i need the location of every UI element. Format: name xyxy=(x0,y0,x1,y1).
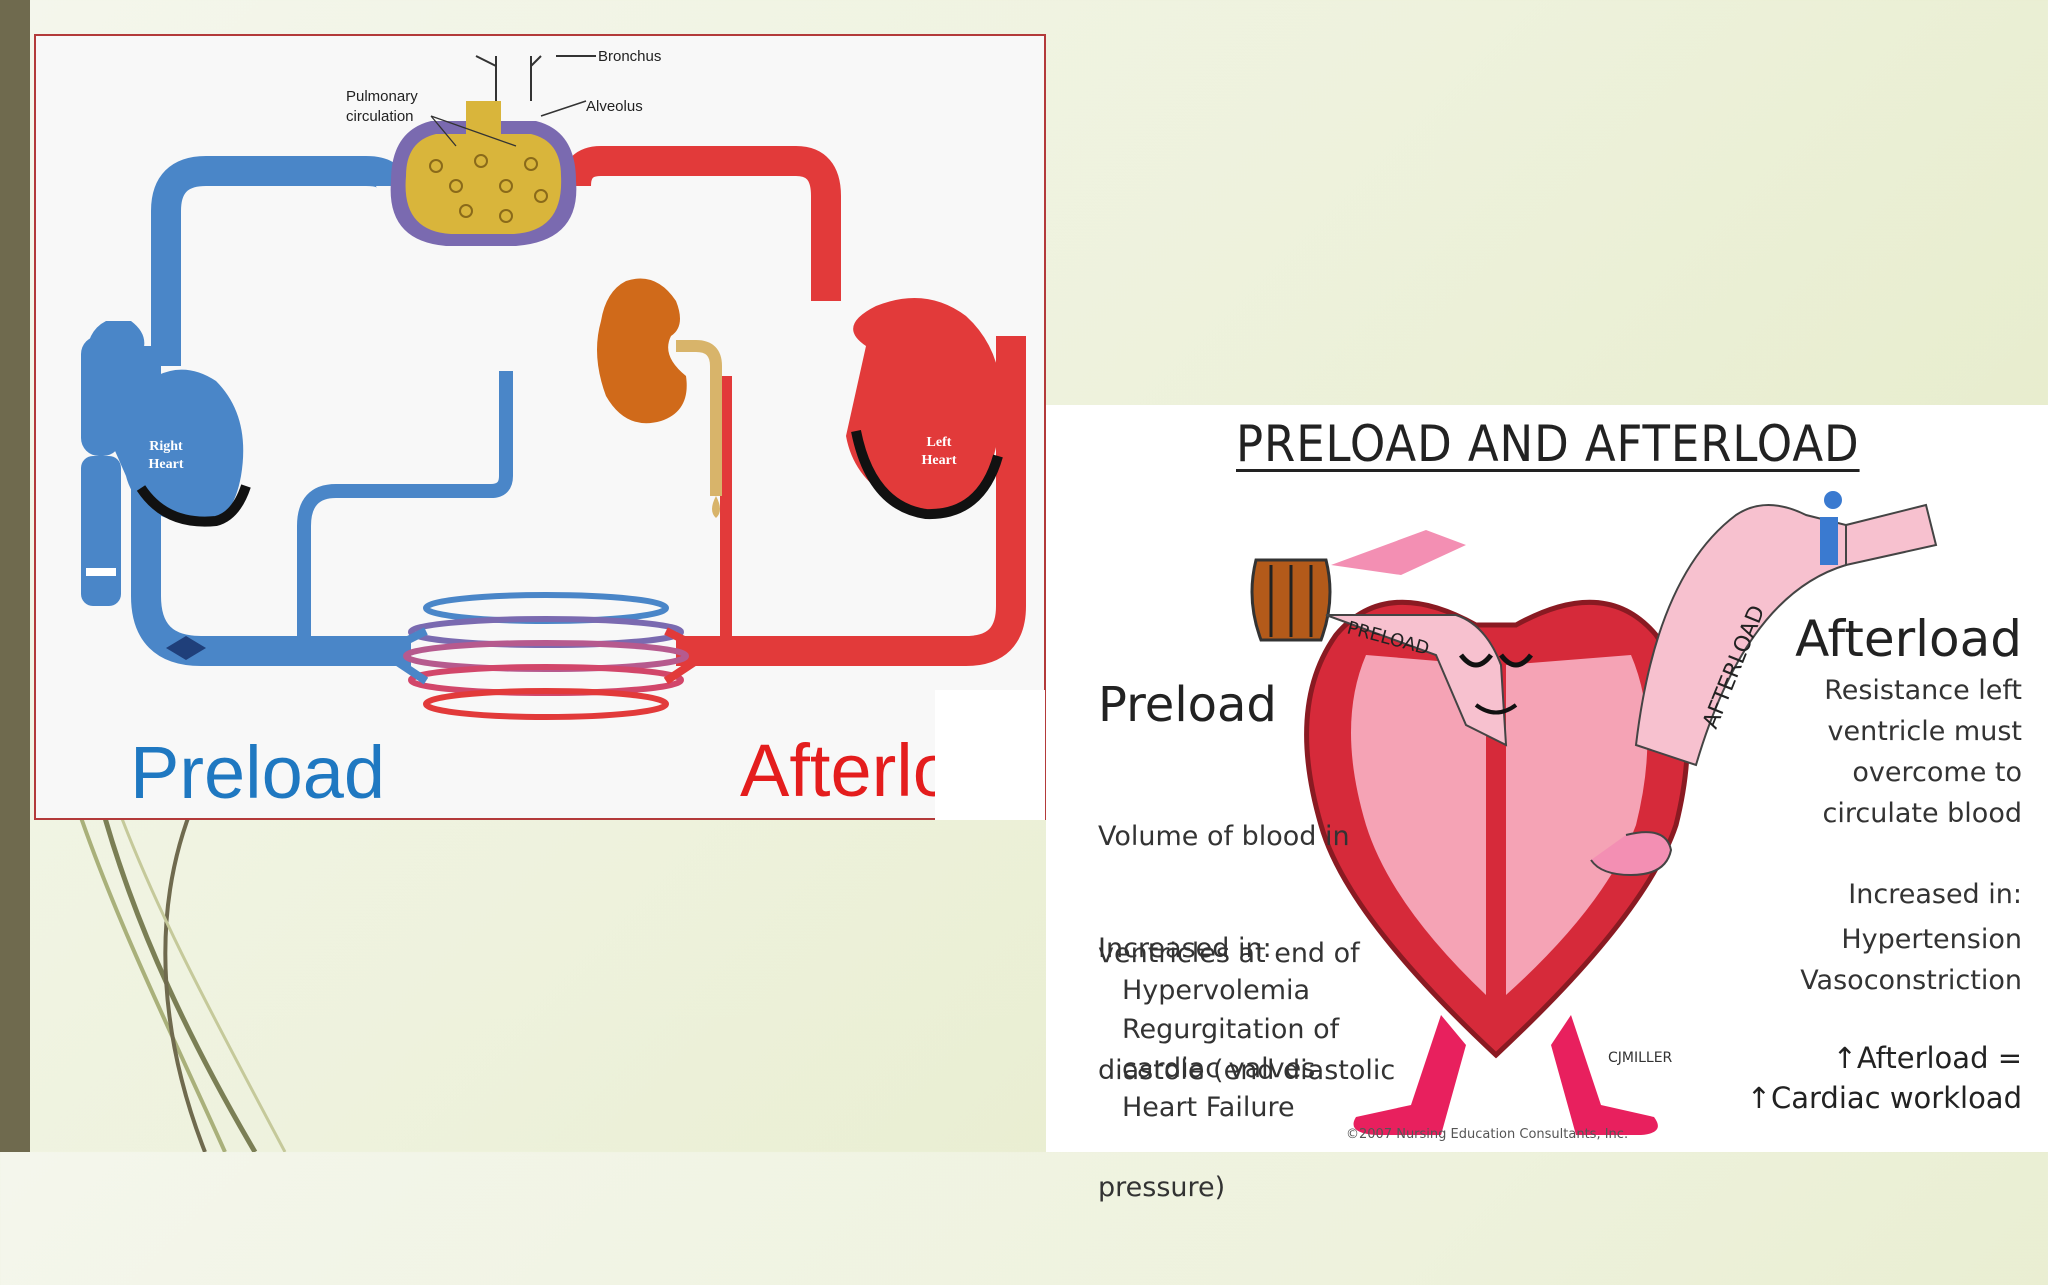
preload-desc-line: pressure) xyxy=(1098,1172,1226,1203)
preload-desc-line: diastole (end diastolic xyxy=(1098,1055,1396,1086)
circulation-illustration: Right Heart Left Heart Bronchus xyxy=(81,48,1026,720)
right-heart-label-line1: Right xyxy=(149,439,183,454)
circulation-diagram: Right Heart Left Heart Bronchus xyxy=(34,34,1046,820)
preload-afterload-cartoon: PRELOAD AFTERLOAD PRELOAD AND AFTERLOAD … xyxy=(1046,405,2048,1203)
preload-big-label: Preload xyxy=(130,731,386,814)
preload-desc-line: ventricles at end of xyxy=(1098,938,1360,969)
clamp-icon xyxy=(1820,517,1838,565)
valve xyxy=(166,636,206,660)
preload-increased-list: Hypervolemia Regurgitation of cardiac va… xyxy=(1122,971,1339,1127)
list-item: Heart Failure xyxy=(1122,1092,1295,1123)
pulmonary-label-line2: circulation xyxy=(346,108,414,125)
right-heart-label-line2: Heart xyxy=(149,457,184,472)
decorative-curves xyxy=(73,800,287,1152)
pulmonary-label-line1: Pulmonary xyxy=(346,88,418,105)
left-heart: Left Heart xyxy=(846,298,1003,520)
afterload-heading: Afterload xyxy=(1795,610,2022,668)
afterload-desc-line: ventricle must xyxy=(1827,716,2023,747)
heart-hand xyxy=(1590,831,1673,877)
capillary-bed xyxy=(393,592,699,720)
alveolus xyxy=(390,101,577,246)
cartoon-title: PRELOAD AND AFTERLOAD xyxy=(1236,415,1860,473)
artist-signature: CJMILLER xyxy=(1608,1050,1673,1066)
preload-desc-line: Volume of blood in xyxy=(1098,821,1350,852)
cartoon-heart-illustration: PRELOAD AFTERLOAD xyxy=(1250,491,1938,1135)
left-heart-label-line2: Heart xyxy=(922,453,957,468)
left-heart-label-line1: Left xyxy=(927,435,952,450)
alveolus-label: Alveolus xyxy=(586,98,643,115)
list-item: Hypertension xyxy=(1841,924,2022,955)
afterload-desc-line: circulate blood xyxy=(1822,798,2022,829)
preload-heading: Preload xyxy=(1098,677,1277,733)
left-accent-strip xyxy=(0,0,30,1152)
afterload-formula-line1: ↑Afterload = xyxy=(1832,1041,2022,1075)
list-item: Regurgitation of xyxy=(1122,1014,1340,1045)
preload-tube xyxy=(1325,614,1508,747)
white-patch xyxy=(935,690,1045,820)
afterload-increased-list: Hypertension Vasoconstriction xyxy=(1800,919,2022,1001)
afterload-description: Resistance left ventricle must overcome … xyxy=(1823,670,2022,834)
bronchus-label: Bronchus xyxy=(598,48,661,65)
afterload-desc-line: overcome to xyxy=(1852,757,2022,788)
afterload-desc-line: Resistance left xyxy=(1824,675,2022,706)
preload-jar xyxy=(1250,558,1332,642)
list-item: cardiac valves xyxy=(1122,1053,1316,1084)
kidney xyxy=(597,278,722,518)
afterload-tube xyxy=(1634,504,1847,767)
preload-increased-title: Increased in: xyxy=(1098,933,1272,964)
list-item: Vasoconstriction xyxy=(1800,965,2022,996)
copyright-notice: ©2007 Nursing Education Consultants, Inc… xyxy=(1346,1127,1629,1142)
right-heart: Right Heart xyxy=(81,321,251,606)
afterload-formula-line2: ↑Cardiac workload xyxy=(1746,1081,2022,1115)
list-item: Hypervolemia xyxy=(1122,975,1311,1006)
afterload-increased-title: Increased in: xyxy=(1848,879,2022,910)
